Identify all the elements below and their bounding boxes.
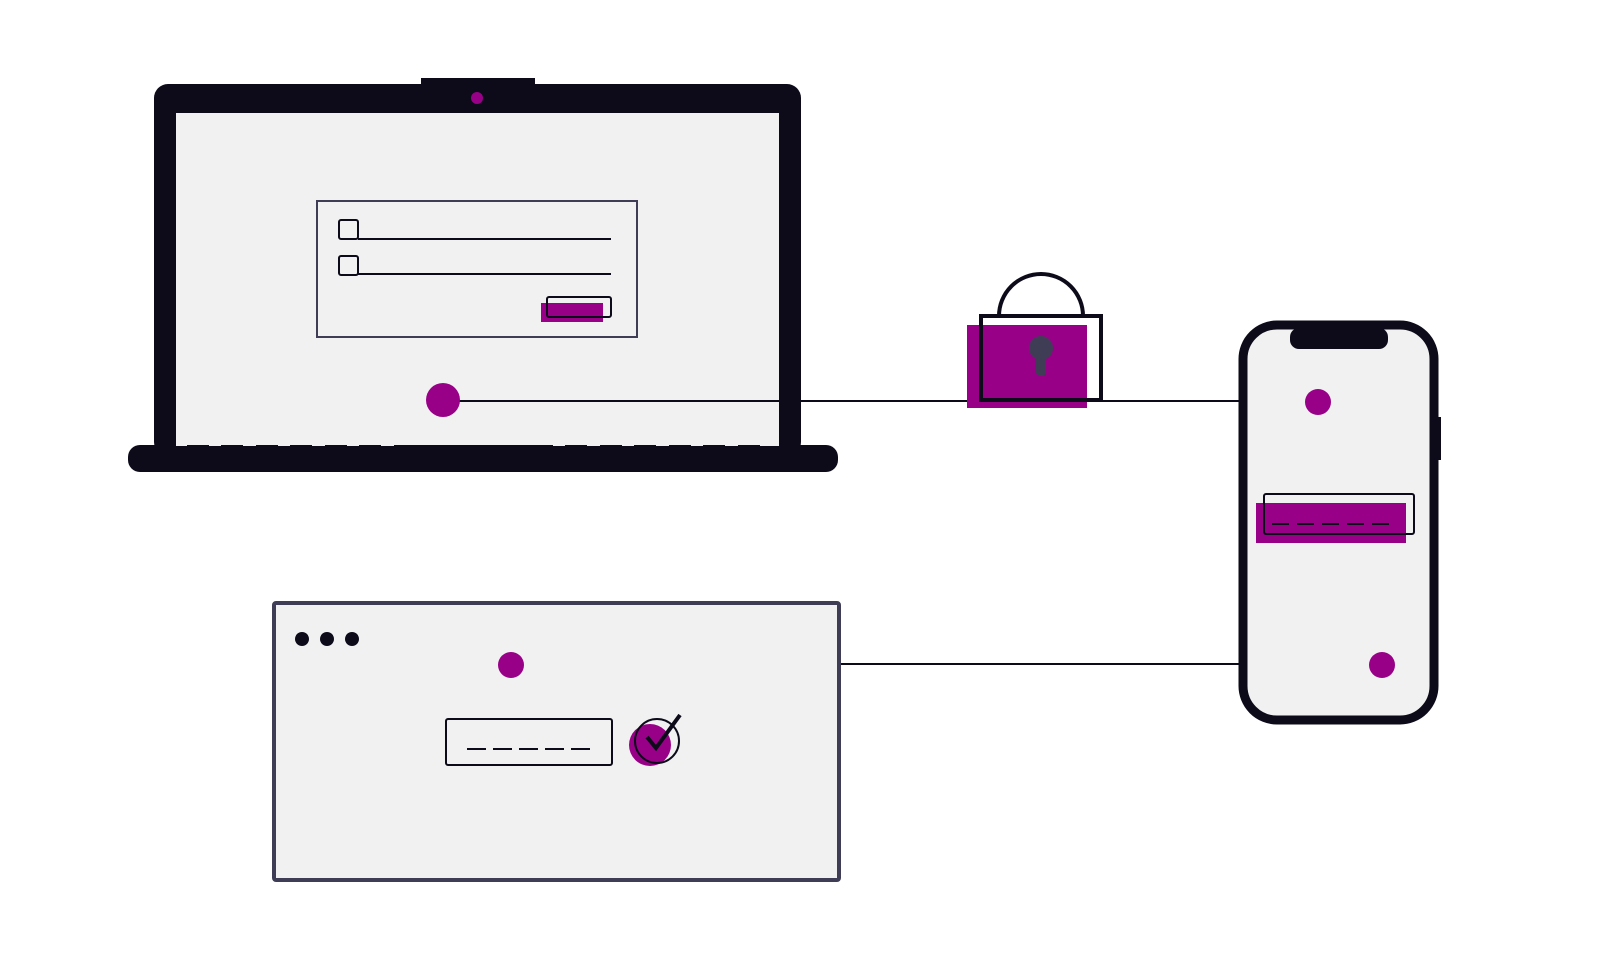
padlock-body-outline [979,314,1103,402]
keyhole-slot [1036,350,1046,376]
keyboard-gap [312,442,325,446]
laptop-camera-housing [421,78,535,88]
keyboard-gap [691,442,703,446]
laptop-camera-dot [471,92,483,104]
keyboard-gap [760,442,779,446]
keyboard-gap [278,442,290,446]
connection-node-laptop [426,383,460,417]
checkbox-icon [338,255,359,276]
browser-code-field [445,718,613,766]
window-dot-icon [295,632,309,646]
keyhole-icon [1029,336,1053,360]
keyboard-gap [587,442,600,446]
smartphone-icon [1238,320,1441,725]
form-submit-shape [541,303,603,322]
laptop-keys [176,442,779,446]
keyboard-gap [656,442,669,446]
laptop-base [128,445,838,472]
window-dot-icon [320,632,334,646]
keyboard-gap [176,442,187,446]
phone-notch [1290,328,1388,349]
keyboard-gap [209,442,221,446]
connection-node-phone-bottom [1369,652,1395,678]
keyboard-gap [347,442,359,446]
keyboard-gap [622,442,634,446]
checkmark-icon [629,713,682,766]
keyboard-gap [381,442,394,446]
keyboard-gap [243,442,256,446]
keyboard-gap [553,442,565,446]
padlock-icon [967,272,1103,408]
padlock-shackle [997,272,1085,317]
checkbox-icon [338,219,359,240]
padlock-body-fill [967,325,1087,408]
connection-node-browser [498,652,524,678]
keyboard-gap [725,442,738,446]
form-submit-outline [546,296,612,318]
check-mark [645,713,682,752]
browser-window-icon [272,601,841,882]
login-form-icon [316,200,638,338]
phone-code-field [1263,493,1415,535]
connection-node-phone-top [1305,389,1331,415]
browser-window [272,601,841,882]
window-dot-icon [345,632,359,646]
check-circle-outline [634,718,680,764]
